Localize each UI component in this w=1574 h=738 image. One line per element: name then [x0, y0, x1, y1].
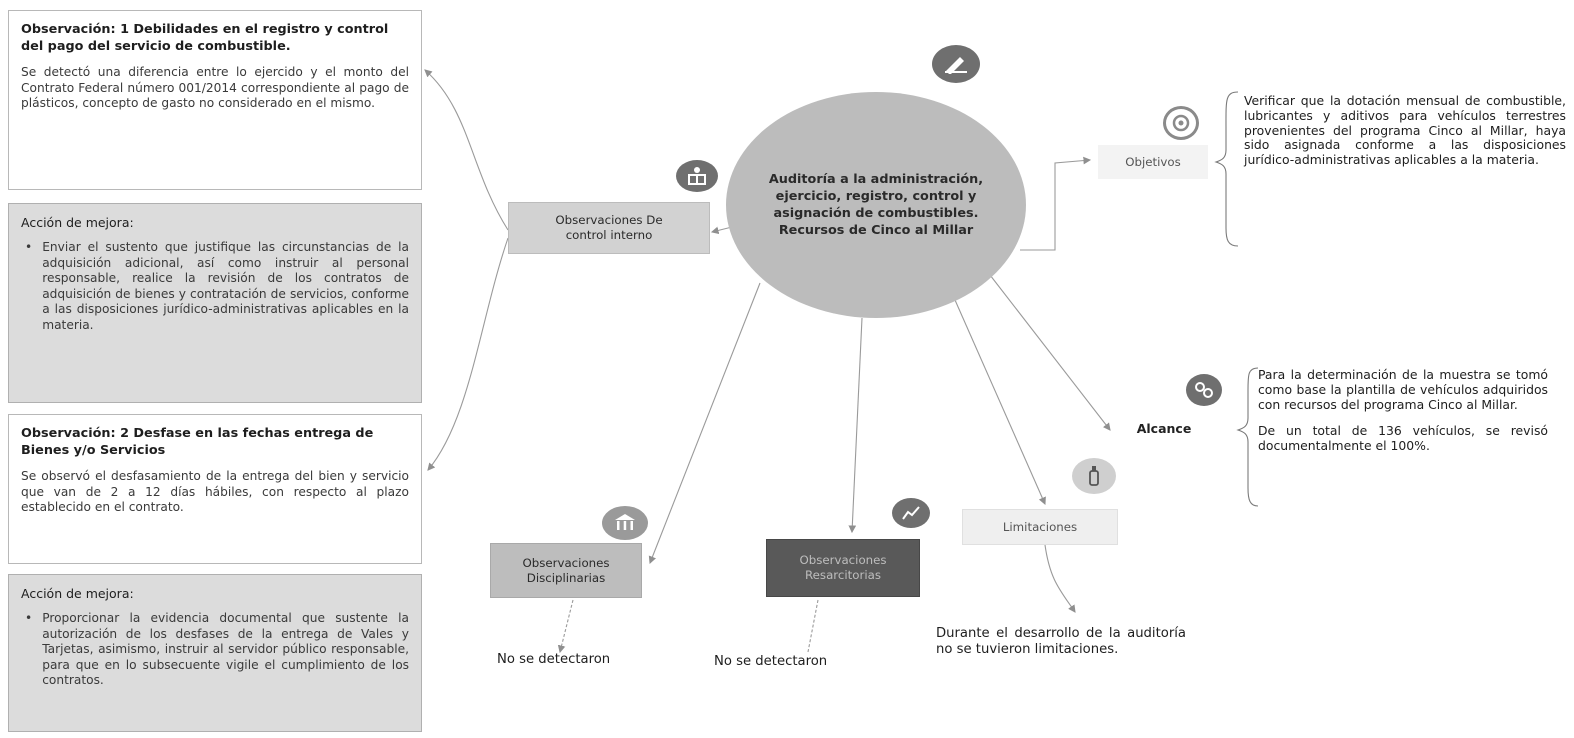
disciplinary-observations-label: Observaciones Disciplinarias: [522, 555, 610, 585]
connector-limitaciones: [954, 299, 1046, 506]
connector-resa-result: [807, 599, 819, 653]
connector-resarcitorias: [848, 317, 863, 534]
central-topic-title: Auditoría a la administración, ejercicio…: [768, 172, 984, 238]
gears-icon: [1186, 374, 1222, 406]
connector-objetivos: [1020, 156, 1092, 251]
connector-lim-result: [1044, 544, 1076, 613]
pen-writing-icon: [932, 45, 980, 83]
chart-money-icon: [892, 498, 930, 528]
connector-obs1: [424, 69, 509, 231]
bracket-alcance: [1236, 367, 1259, 507]
objectives-detail: Verificar que la dotación mensual de com…: [1244, 93, 1566, 168]
scope-label: Alcance: [1136, 420, 1192, 436]
disciplinary-result: No se detectaron: [497, 652, 611, 667]
compensatory-result: No se detectaron: [714, 654, 828, 669]
objectives-label: Objetivos: [1125, 154, 1181, 169]
improvement-action-1-panel: Acción de mejora: • Enviar el sustento q…: [8, 203, 422, 403]
connector-disciplinarias: [648, 282, 761, 565]
improvement-action-1-item: • Enviar el sustento que justifique las …: [21, 240, 409, 333]
scope-detail: Para la determinación de la muestra se t…: [1258, 367, 1548, 454]
bottle-icon: [1072, 458, 1116, 494]
building-icon: [676, 160, 718, 192]
observation-2-title: Observación: 2 Desfase en las fechas ent…: [21, 426, 374, 458]
bullet-marker: •: [25, 240, 33, 254]
compensatory-observations-node: Observaciones Resarcitorias: [766, 539, 920, 597]
observation-1-panel: Observación: 1 Debilidades en el registr…: [8, 10, 422, 190]
courthouse-icon: [602, 506, 648, 540]
scope-detail-total: De un total de 136 vehículos, se revisó …: [1258, 423, 1548, 454]
target-icon: [1163, 106, 1199, 140]
internal-control-observations-node: Observaciones De control interno: [508, 202, 710, 254]
disciplinary-observations-node: Observaciones Disciplinarias: [490, 543, 642, 598]
bracket-objetivos: [1214, 91, 1239, 247]
limitations-result: Durante el desarrollo de la auditoría no…: [936, 626, 1186, 657]
compensatory-observations-label: Observaciones Resarcitorias: [799, 553, 887, 582]
scope-detail-sample: Para la determinación de la muestra se t…: [1258, 367, 1548, 412]
improvement-action-2-text: Proporcionar la evidencia documental que…: [42, 611, 409, 687]
improvement-action-2-item: • Proporcionar la evidencia documental q…: [21, 611, 409, 689]
internal-control-observations-label: Observaciones De control interno: [555, 213, 663, 242]
connector-obs2: [427, 237, 509, 471]
central-topic: Auditoría a la administración, ejercicio…: [726, 92, 1026, 318]
observation-2-body: Se observó el desfasamiento de la entreg…: [21, 469, 409, 514]
objectives-node: Objetivos: [1098, 145, 1208, 179]
scope-node: Alcance: [1122, 414, 1206, 442]
connector-disc-result: [557, 599, 574, 654]
bullet-marker: •: [25, 611, 33, 625]
observation-2-panel: Observación: 2 Desfase en las fechas ent…: [8, 414, 422, 564]
limitations-node: Limitaciones: [962, 509, 1118, 545]
improvement-action-2-title: Acción de mejora:: [21, 586, 134, 601]
observation-1-body: Se detectó una diferencia entre lo ejerc…: [21, 65, 409, 110]
connector-alcance: [989, 274, 1111, 431]
improvement-action-2-panel: Acción de mejora: • Proporcionar la evid…: [8, 574, 422, 732]
observation-1-title: Observación: 1 Debilidades en el registr…: [21, 22, 389, 54]
limitations-label: Limitaciones: [1002, 519, 1078, 534]
improvement-action-1-text: Enviar el sustento que justifique las ci…: [42, 240, 409, 332]
improvement-action-1-title: Acción de mejora:: [21, 215, 134, 230]
